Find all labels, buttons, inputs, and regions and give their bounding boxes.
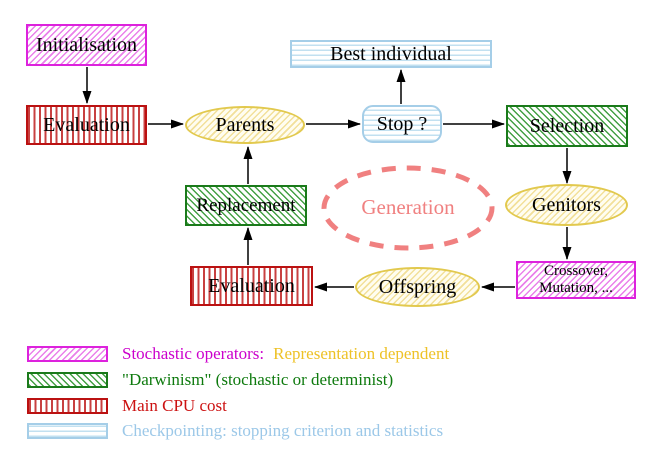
node-initialisation-label: Initialisation [35, 33, 138, 56]
legend-text-darwinism: "Darwinism" (stochastic or determinist) [122, 370, 394, 389]
legend-text-representation-dependent: Representation dependent [273, 344, 450, 363]
crossover-line1: Crossover, [544, 262, 608, 279]
node-selection: Selection [506, 105, 628, 147]
node-replacement: Replacement [185, 185, 307, 226]
legend-swatch-cyan-horizontal-hatch [27, 423, 108, 439]
node-evaluation-bottom: Evaluation [190, 266, 313, 306]
legend-row-darwinism: "Darwinism" (stochastic or determinist) [27, 370, 394, 389]
node-genitors: Genitors [505, 184, 628, 226]
node-crossover-mutation-label: Crossover, Mutation, ... [539, 262, 613, 297]
node-selection-label: Selection [529, 114, 605, 137]
legend-swatch-red-vertical-hatch [27, 398, 108, 414]
node-evaluation-top-label: Evaluation [43, 113, 130, 136]
legend-text-checkpointing: Checkpointing: stopping criterion and st… [122, 421, 444, 440]
legend-swatch-magenta-diagonal-hatch [27, 346, 108, 362]
node-genitors-label: Genitors [532, 193, 601, 216]
node-stop-label: Stop ? [376, 112, 428, 135]
node-offspring-label: Offspring [378, 275, 457, 298]
legend-text-stochastic-operators: Stochastic operators: [122, 344, 265, 363]
generation-label: Generation [361, 195, 455, 219]
generation-dashed-ellipse [321, 165, 495, 251]
legend-row-main-cpu-cost: Main CPU cost [27, 396, 227, 415]
legend-row-stochastic-operators: Stochastic operators: Representation dep… [27, 344, 450, 363]
node-parents-label: Parents [215, 113, 275, 136]
legend-text-main-cpu-cost: Main CPU cost [122, 396, 227, 415]
node-evaluation-bottom-label: Evaluation [208, 274, 295, 297]
node-initialisation: Initialisation [26, 24, 147, 66]
node-best-individual: Best individual [290, 40, 492, 68]
legend-row-checkpointing: Checkpointing: stopping criterion and st… [27, 421, 444, 440]
legend-swatch-green-diagonal-hatch [27, 372, 108, 388]
node-replacement-label: Replacement [196, 194, 296, 216]
node-evaluation-top: Evaluation [26, 105, 147, 145]
crossover-line2: Mutation, ... [539, 279, 613, 296]
node-best-individual-label: Best individual [330, 42, 452, 65]
node-parents: Parents [185, 106, 305, 144]
node-crossover-mutation: Crossover, Mutation, ... [516, 261, 636, 299]
node-offspring: Offspring [355, 267, 480, 307]
node-stop: Stop ? [362, 105, 442, 143]
